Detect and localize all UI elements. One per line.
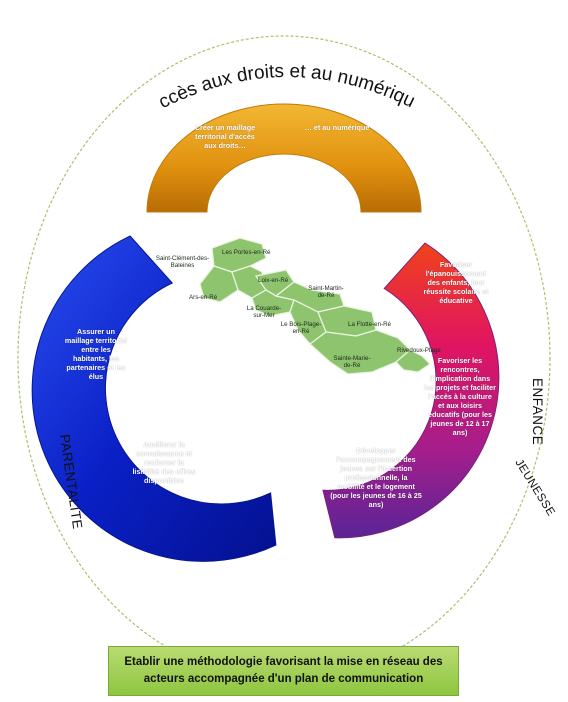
map-commune-shape	[395, 349, 431, 373]
enfance-text-1: Favoriser l'épanouissement des enfants, …	[423, 260, 489, 305]
commune-label-saint-clement: Saint-Clément-des-Baleines	[155, 255, 210, 269]
footer-box: Etablir une méthodologie favorisant la m…	[108, 646, 459, 696]
commune-label-saint-martin: Saint-Martin-de-Ré	[308, 285, 344, 299]
jeunesse-text: Développer l'accompagnement des jeunes s…	[330, 446, 422, 509]
parentalite-segment	[31, 235, 277, 562]
enfance-jeunesse-segment	[322, 242, 500, 539]
footer-text: Etablir une méthodologie favorisant la m…	[124, 656, 443, 685]
commune-label-sainte-marie: Sainte-Marie-de-Ré	[333, 355, 371, 369]
commune-label-ars: Ars-en-Ré	[189, 294, 218, 301]
acces-text-right: … et au numérique	[304, 123, 370, 132]
commune-label-loix: Loix-en-Ré	[258, 277, 289, 284]
commune-label-la-couarde: La Couarde-sur-Mer	[246, 305, 282, 319]
acces-text-left: Créer un maillage territorial d'accès au…	[194, 123, 256, 150]
acces-segment	[146, 103, 422, 213]
parentalite-text-2: Améliorer la connaissance et renforcer l…	[132, 440, 196, 485]
enfance-label: ENFANCE	[530, 378, 545, 445]
enfance-text-2: Favoriser les rencontres, l'implication …	[424, 356, 496, 437]
ile-de-re-map	[199, 237, 431, 375]
commune-label-le-bois-plage: Le Bois-Plage-en-Ré	[280, 321, 322, 335]
commune-label-les-portes: Les Portes-en-Ré	[222, 249, 271, 256]
parentalite-text-1: Assurer un maillage territorial entre le…	[64, 327, 128, 381]
commune-label-la-flotte: La Flotte-en-Ré	[348, 321, 391, 328]
commune-label-rivedoux: Rivedoux-Plage	[397, 347, 441, 354]
title-top: Accès aux droits et au numérique	[0, 0, 418, 113]
